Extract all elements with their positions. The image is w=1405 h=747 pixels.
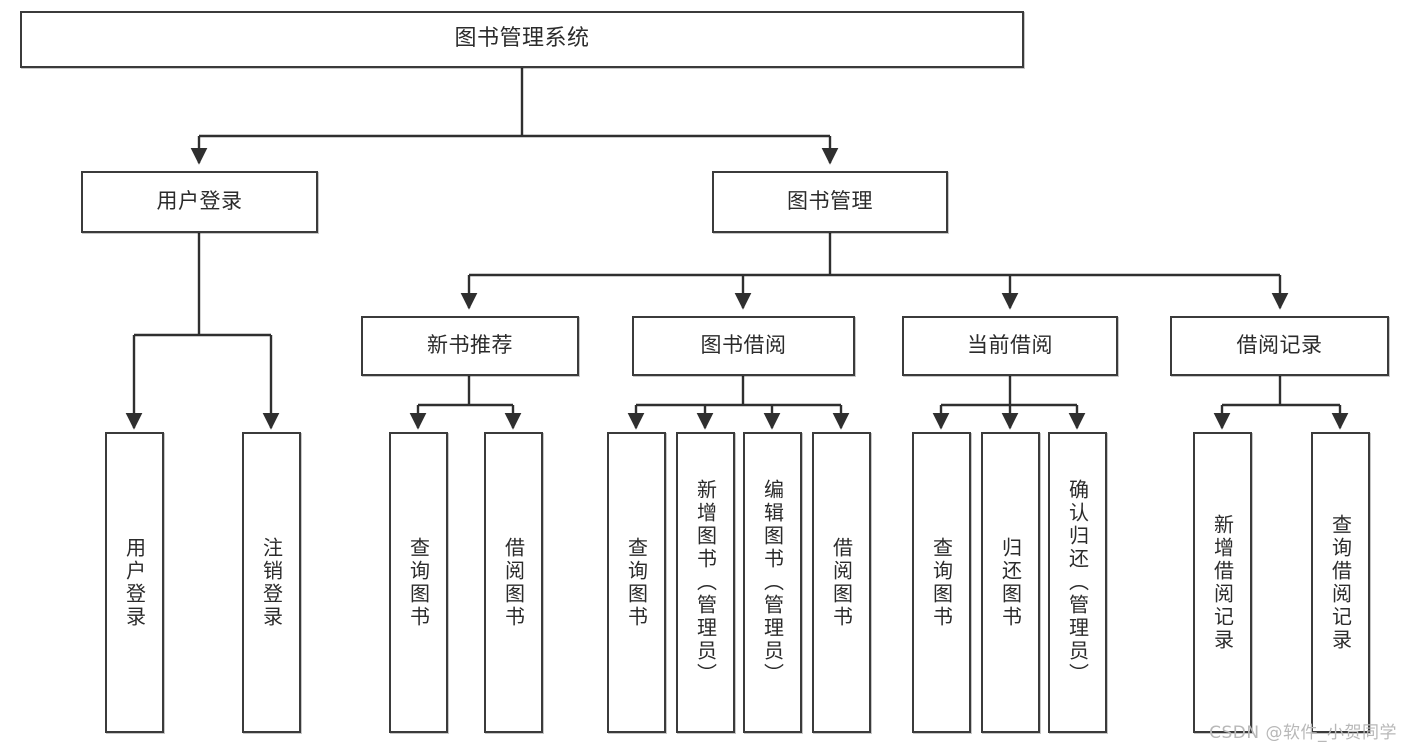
node-label: 新书推荐 (427, 333, 513, 358)
node-label: 借阅图书 (829, 536, 854, 629)
leaf-current-query-book[interactable]: 查询图书 (912, 432, 971, 733)
leaf-new-book-borrow[interactable]: 借阅图书 (484, 432, 543, 733)
node-label: 查询图书 (624, 536, 649, 629)
node-current-borrow[interactable]: 当前借阅 (902, 316, 1118, 376)
node-label: 查询图书 (929, 536, 954, 629)
leaf-user-login-logout[interactable]: 注销登录 (242, 432, 301, 733)
leaf-borrow-edit-book[interactable]: 编辑图书（管理员） (743, 432, 802, 733)
node-label: 图书管理系统 (454, 26, 590, 52)
csdn-watermark: CSDN @软件_小贺同学 (1209, 723, 1397, 743)
leaf-record-add[interactable]: 新增借阅记录 (1193, 432, 1252, 733)
node-label: 查询图书 (406, 536, 431, 629)
node-book-management[interactable]: 图书管理 (712, 171, 948, 233)
node-label: 借阅记录 (1236, 333, 1323, 358)
node-user-login[interactable]: 用户登录 (81, 171, 318, 233)
node-book-borrow[interactable]: 图书借阅 (632, 316, 855, 376)
node-label: 借阅图书 (501, 536, 526, 629)
node-label: 新增图书（管理员） (693, 479, 718, 686)
node-borrow-record[interactable]: 借阅记录 (1170, 316, 1389, 376)
leaf-current-confirm-return[interactable]: 确认归还（管理员） (1048, 432, 1107, 733)
node-label: 查询借阅记录 (1328, 513, 1353, 652)
leaf-borrow-add-book[interactable]: 新增图书（管理员） (676, 432, 735, 733)
node-label: 新增借阅记录 (1210, 513, 1235, 652)
node-label: 用户登录 (156, 189, 243, 214)
leaf-borrow-query-book[interactable]: 查询图书 (607, 432, 666, 733)
node-label: 当前借阅 (967, 333, 1053, 358)
leaf-user-login-login[interactable]: 用户登录 (105, 432, 164, 733)
node-label: 用户登录 (122, 536, 147, 629)
node-root-system[interactable]: 图书管理系统 (20, 11, 1024, 68)
node-new-book-recommend[interactable]: 新书推荐 (361, 316, 579, 376)
leaf-record-query[interactable]: 查询借阅记录 (1311, 432, 1370, 733)
node-label: 确认归还（管理员） (1065, 479, 1090, 686)
node-label: 图书借阅 (700, 333, 787, 358)
node-label: 注销登录 (259, 536, 284, 629)
leaf-current-return-book[interactable]: 归还图书 (981, 432, 1040, 733)
node-label: 编辑图书（管理员） (760, 479, 785, 686)
node-label: 归还图书 (998, 536, 1023, 629)
leaf-new-book-query[interactable]: 查询图书 (389, 432, 448, 733)
node-label: 图书管理 (787, 189, 873, 214)
leaf-borrow-borrow-book[interactable]: 借阅图书 (812, 432, 871, 733)
